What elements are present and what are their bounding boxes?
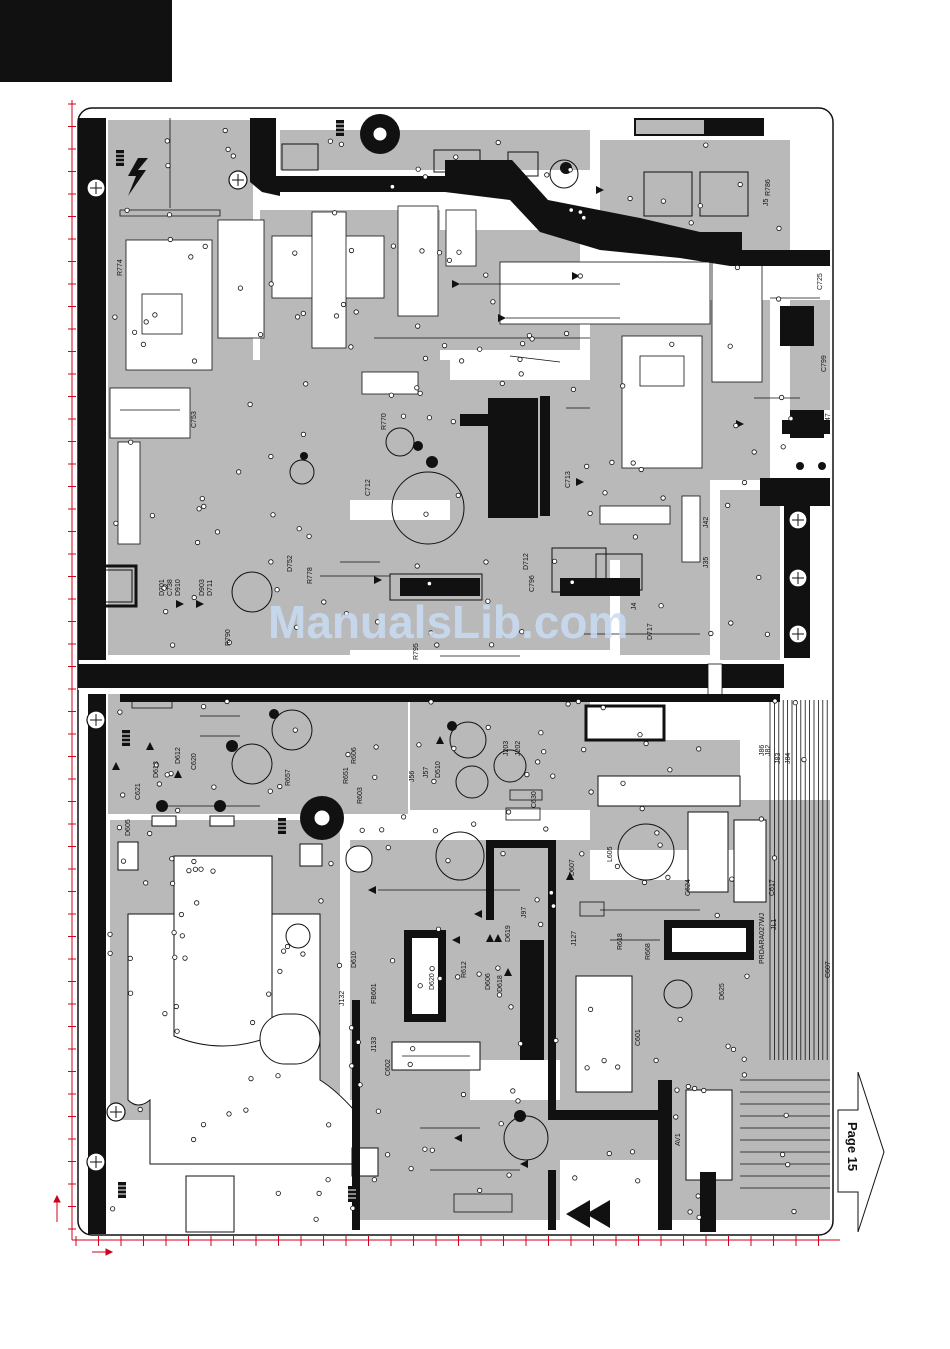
bottom-label: D618 <box>497 975 504 992</box>
top-label: C712 <box>365 479 372 496</box>
corner-block <box>0 0 172 82</box>
bottom-label: R657 <box>285 769 292 786</box>
top-label: C713 <box>565 471 572 488</box>
top-label: R790 <box>225 629 232 646</box>
bottom-label: J127 <box>571 931 578 946</box>
bottom-label: R603 <box>357 787 364 804</box>
bottom-label: L605 <box>607 846 614 862</box>
bottom-label: C602 <box>385 1059 392 1076</box>
section-divider <box>78 664 784 688</box>
bottom-label: J133 <box>371 1037 378 1052</box>
bottom-label: D605 <box>125 819 132 836</box>
top-label: D717 <box>647 623 654 640</box>
bottom-label: J86 <box>759 745 766 756</box>
bottom-label: C620 <box>191 753 198 770</box>
top-label: C796 <box>529 575 536 592</box>
bottom-label: C624 <box>685 879 692 896</box>
bottom-label: C601 <box>635 1029 642 1046</box>
bottom-label: J57 <box>423 767 430 778</box>
top-label: R770 <box>381 413 388 430</box>
bottom-label: C630 <box>531 791 538 808</box>
bottom-label: PRDARA027WJ <box>759 913 766 964</box>
bottom-label: FB601 <box>371 983 378 1004</box>
page-arrow-label: Page 15 <box>845 1122 860 1171</box>
bottom-label: J202 <box>515 741 522 756</box>
ruler-arrow-icon <box>53 1194 114 1256</box>
screw-icon <box>116 120 356 1202</box>
top-label: R774 <box>117 259 124 276</box>
page-arrow-icon <box>837 1071 885 1233</box>
top-label: D752 <box>287 555 294 572</box>
top-label: C725 <box>817 273 824 290</box>
bottom-label: J56 <box>409 771 416 782</box>
bottom-label: D625 <box>719 983 726 1000</box>
double-arrow-icon <box>566 1200 610 1228</box>
top-label: C753 <box>191 411 198 428</box>
mounting-hole-icon <box>86 170 808 1172</box>
bottom-label: JL1 <box>771 919 778 930</box>
top-label: D701 <box>159 579 166 596</box>
bottom-label: J83 <box>775 753 782 764</box>
bottom-label: J203 <box>503 741 510 756</box>
top-label: R786 <box>765 179 772 196</box>
bottom-label: R618 <box>617 933 624 950</box>
bottom-label: D620 <box>429 973 436 990</box>
mounting-hole-icon <box>360 114 400 154</box>
bottom-label: C617 <box>769 879 776 896</box>
bottom-label: D613 <box>153 761 160 778</box>
top-label: R747 <box>825 413 832 430</box>
top-label: D903 <box>199 579 206 596</box>
ruler-ticks <box>68 103 819 1246</box>
bottom-label: D612 <box>175 747 182 764</box>
top-label: R795 <box>413 643 420 660</box>
top-label: J42 <box>703 517 710 528</box>
high-voltage-icon <box>128 158 148 196</box>
bottom-label: D619 <box>505 925 512 942</box>
top-label: D711 <box>207 580 214 596</box>
bottom-label: J82 <box>765 745 772 756</box>
bottom-label: D610 <box>351 951 358 968</box>
top-label: J5 <box>763 199 770 207</box>
bottom-label: C621 <box>135 783 142 800</box>
top-label: J35 <box>703 557 710 568</box>
bottom-board <box>88 694 830 1234</box>
bottom-label: AV1 <box>675 1133 682 1146</box>
top-label: R778 <box>307 567 314 584</box>
bottom-label: J132 <box>339 991 346 1006</box>
top-label: D910 <box>175 579 182 596</box>
top-board <box>78 118 830 660</box>
watermark: ManualsLib.com <box>268 596 628 648</box>
bottom-label: D606 <box>485 973 492 990</box>
bottom-label: C607 <box>825 961 832 978</box>
bottom-label: J97 <box>521 907 528 918</box>
bottom-label: R668 <box>645 943 652 960</box>
top-label: D712 <box>523 553 530 570</box>
bottom-label: R612 <box>461 961 468 978</box>
top-label: C738 <box>167 579 174 596</box>
bottom-label: D607 <box>569 859 576 876</box>
bottom-label: D510 <box>435 761 442 778</box>
bottom-label: R651 <box>343 767 350 784</box>
top-label: C799 <box>821 355 828 372</box>
bottom-label: J84 <box>785 753 792 764</box>
top-label: J4 <box>631 603 638 611</box>
bottom-label: R606 <box>351 747 358 764</box>
